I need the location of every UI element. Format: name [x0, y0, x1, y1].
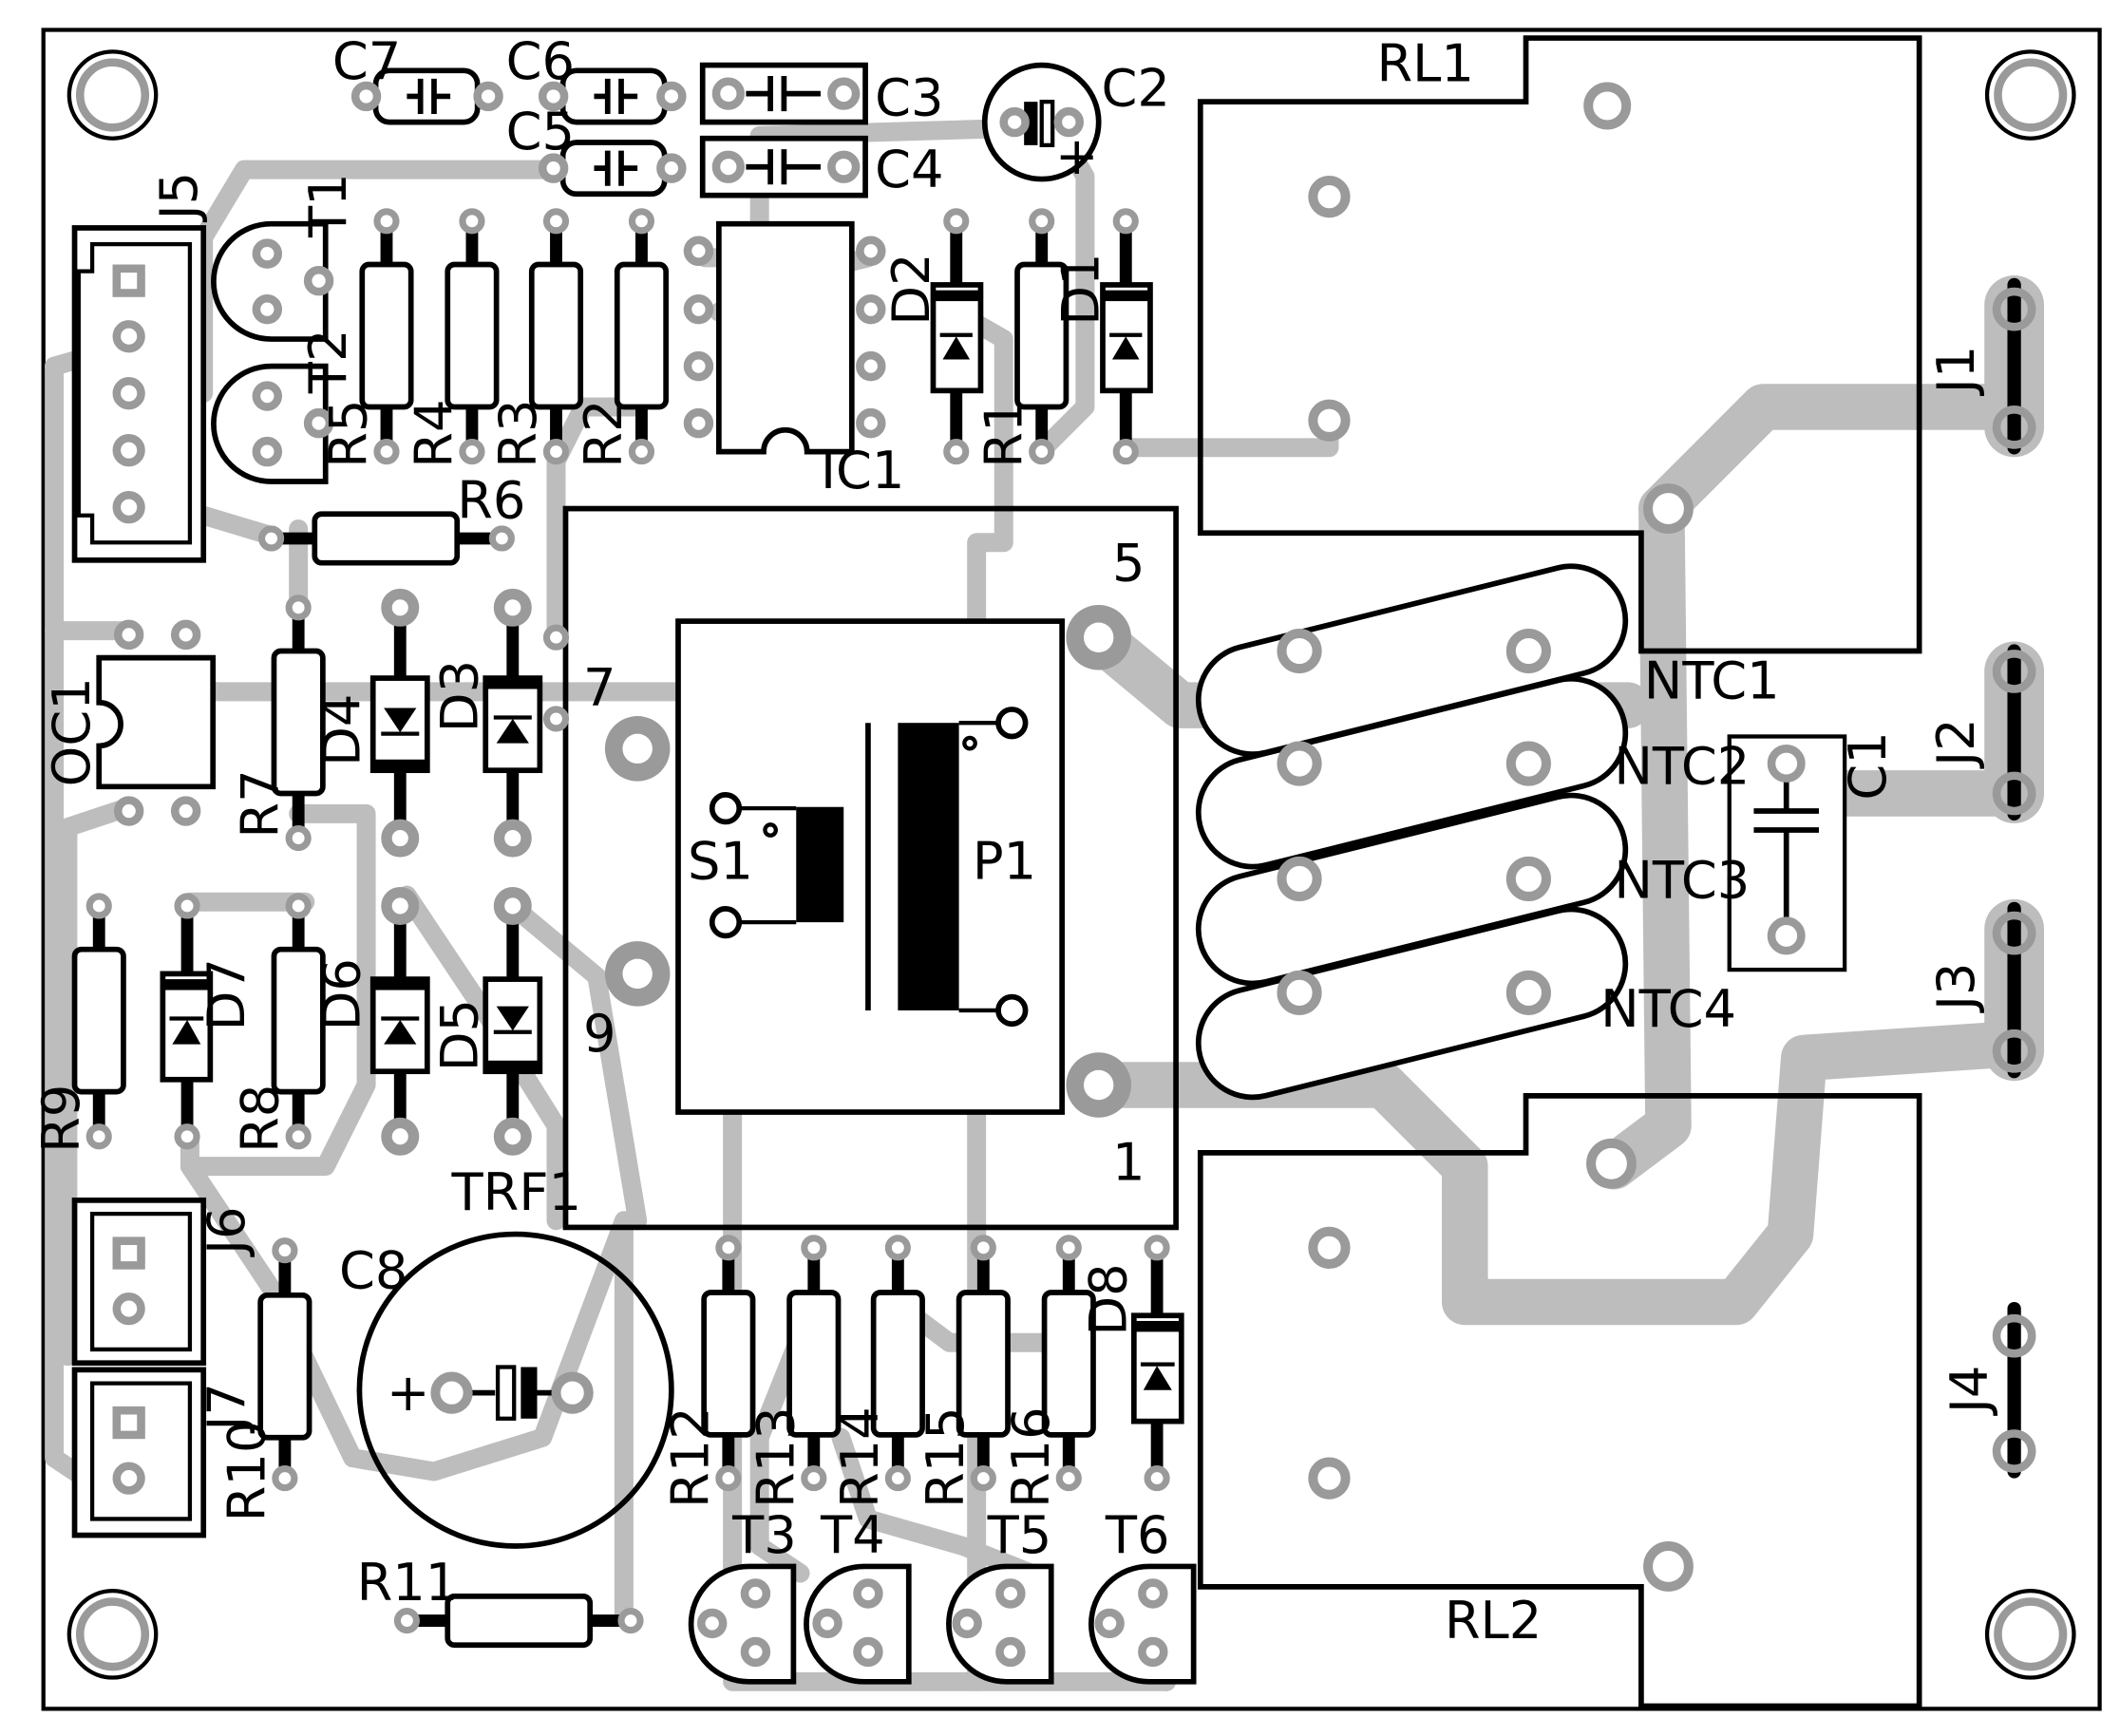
label-ntc3: NTC3: [1614, 850, 1750, 910]
label-t6: T6: [1105, 1505, 1170, 1565]
label-d7: D7: [197, 958, 256, 1030]
label-ntc4: NTC4: [1600, 979, 1736, 1039]
ic1-dip8: [683, 220, 886, 455]
label-r9: R9: [31, 1085, 91, 1153]
label-s1: S1: [688, 831, 753, 891]
ntc-thermistors: [1195, 563, 1629, 1101]
label-r13: R13: [746, 1406, 805, 1508]
label-j3: J3: [1926, 962, 1986, 1013]
label-d8: D8: [1078, 1263, 1138, 1335]
label-d3: D3: [430, 660, 490, 732]
relay-rl1: [1197, 35, 1922, 654]
label-ic1: IC1: [821, 441, 904, 500]
capacitor-c2: [981, 62, 1102, 182]
label-c4: C4: [875, 140, 943, 199]
relay-rl2: [1197, 1093, 1922, 1709]
label-t1: T1: [298, 173, 358, 238]
label-ntc1: NTC1: [1644, 651, 1780, 710]
label-c2: C2: [1102, 58, 1170, 118]
capacitor-c1: [1727, 734, 1847, 972]
label-d5: D5: [430, 999, 490, 1071]
transformer-trf1: [562, 505, 1179, 1231]
label-r4: R4: [405, 400, 464, 468]
connector-j7: [71, 1367, 207, 1538]
label-r15: R15: [916, 1406, 975, 1508]
small-capacitors: [350, 62, 868, 198]
label-j7: J7: [197, 1383, 256, 1434]
label-j2: J2: [1926, 718, 1986, 769]
mounting-holes: [66, 49, 2076, 1680]
diodes: [160, 208, 1184, 1492]
label-r16: R16: [1001, 1406, 1061, 1508]
label-c7: C7: [332, 31, 401, 91]
label-r14: R14: [830, 1406, 890, 1508]
label-rl2: RL2: [1445, 1591, 1542, 1651]
label-c3: C3: [875, 67, 943, 127]
connector-j5: [71, 225, 207, 563]
label-plus-c8: +: [387, 1363, 429, 1423]
label-r8: R8: [231, 1085, 291, 1153]
resistors: [71, 208, 1096, 1649]
label-r7: R7: [231, 769, 291, 838]
label-j1: J1: [1926, 346, 1986, 397]
label-r5: R5: [319, 400, 379, 468]
label-c6: C6: [506, 31, 575, 91]
label-c5: C5: [506, 102, 575, 161]
label-r3: R3: [488, 400, 548, 468]
label-pin5: 5: [1112, 533, 1145, 593]
connector-j6: [71, 1198, 207, 1367]
label-t4: T4: [820, 1505, 885, 1565]
label-r12: R12: [660, 1406, 720, 1508]
label-j5: J5: [149, 172, 209, 223]
label-pin1: 1: [1112, 1132, 1145, 1192]
silkscreen-labels: C7 C6 C5 C3 C4 C2 + RL1 RL2 J1 J2 J3 J4 …: [31, 31, 1999, 1651]
label-d1: D1: [1051, 253, 1111, 325]
label-j6: J6: [197, 1206, 256, 1257]
oc1-optocoupler: [96, 619, 217, 826]
label-pin7: 7: [583, 658, 616, 718]
label-r10: R10: [217, 1421, 276, 1522]
label-ntc2: NTC2: [1614, 736, 1750, 796]
label-trf1: TRF1: [451, 1162, 582, 1222]
label-t5: T5: [987, 1505, 1052, 1565]
label-d2: D2: [881, 253, 941, 325]
label-r6: R6: [457, 471, 525, 531]
label-t3: T3: [731, 1505, 797, 1565]
label-pin9: 9: [583, 1004, 616, 1064]
capacitor-c8: [356, 1231, 674, 1549]
label-d6: D6: [312, 958, 371, 1030]
transistors: [211, 220, 1197, 1685]
label-r2: R2: [574, 400, 634, 468]
label-r11: R11: [357, 1553, 459, 1613]
label-j4: J4: [1940, 1366, 1999, 1417]
label-plus-c2: +: [1055, 126, 1098, 186]
label-c8: C8: [339, 1241, 407, 1301]
label-p1: P1: [973, 831, 1036, 891]
label-c1: C1: [1838, 731, 1898, 800]
terminal-blocks: [1984, 274, 2045, 1479]
label-oc1: OC1: [42, 677, 102, 786]
label-r1: R1: [974, 400, 1033, 468]
label-d4: D4: [312, 694, 371, 766]
label-rl1: RL1: [1376, 34, 1473, 94]
label-t2: T2: [298, 330, 358, 395]
